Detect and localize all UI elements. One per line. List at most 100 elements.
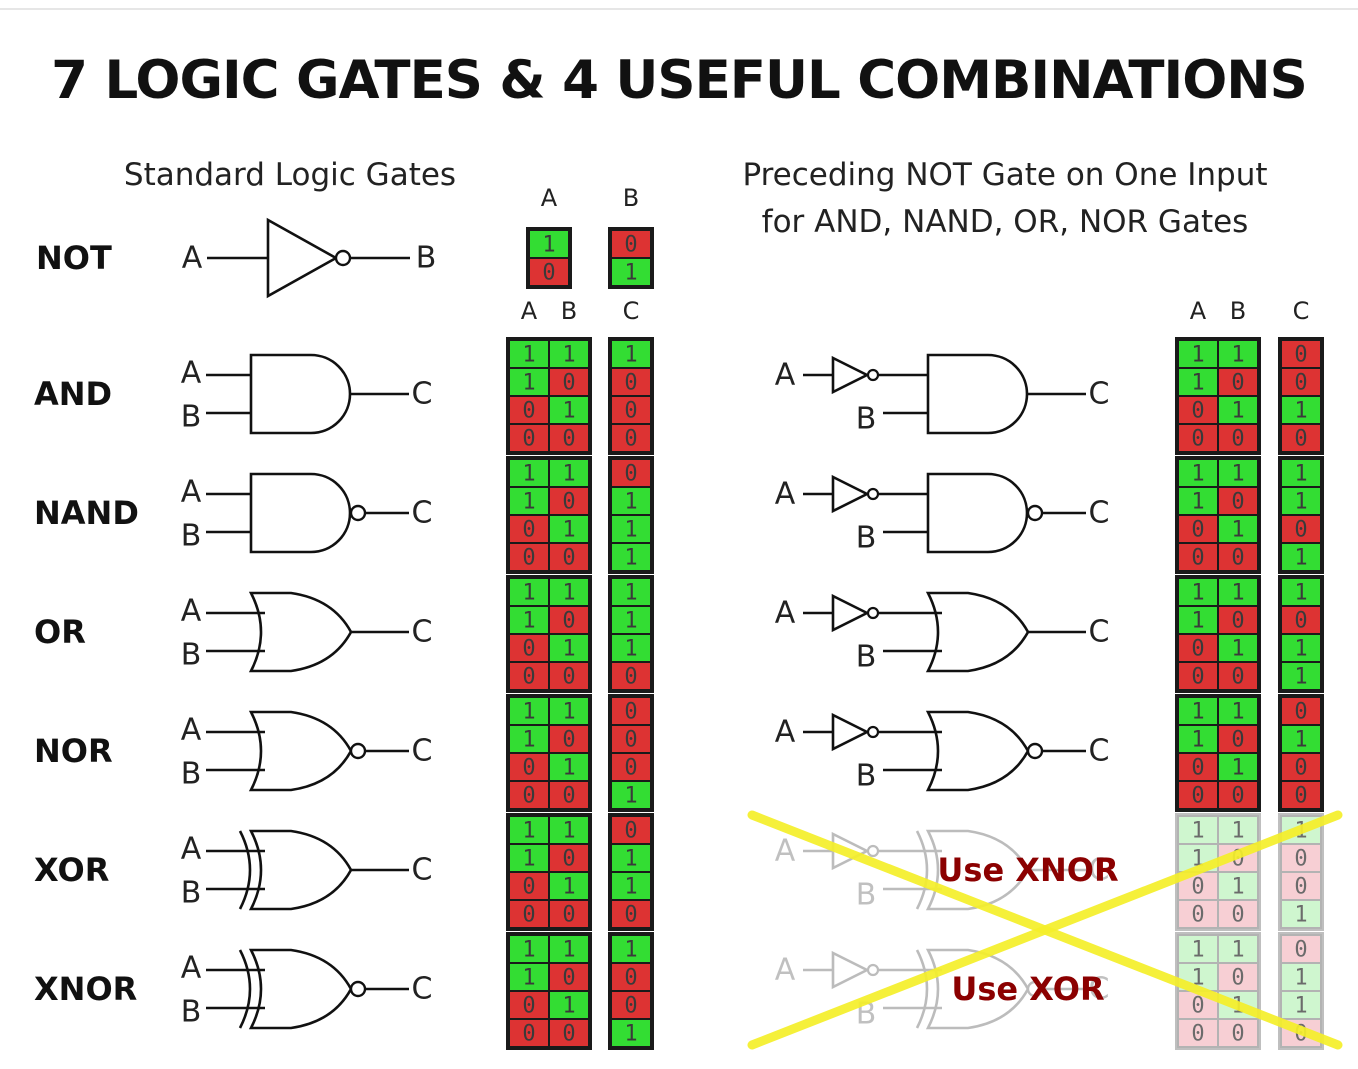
combo-nor-input-table-a-cell <box>1177 696 1219 726</box>
nor-output-border <box>608 694 654 812</box>
or-output-border <box>608 575 654 693</box>
xnor-output-cell <box>610 1018 652 1048</box>
or-input-table-border <box>506 575 592 693</box>
and-input-table-a-value: 0 <box>522 427 535 452</box>
combo-xor-input-table-b-cell <box>1217 871 1259 901</box>
gate-body <box>925 591 1030 673</box>
combo-or-output-value: 1 <box>1294 665 1307 690</box>
nand-output-value: 1 <box>624 490 637 515</box>
xor-input-curve <box>915 830 929 910</box>
combo-and-output-cell <box>1280 423 1322 453</box>
xnor-input-table-a-value: 1 <box>522 966 535 991</box>
not-input-table-border <box>526 227 572 289</box>
gate-body <box>925 948 1030 1030</box>
nor-output-cell <box>610 696 652 726</box>
combo-or-output-value: 0 <box>1294 609 1307 634</box>
xor-input-table-a-value: 1 <box>522 819 535 844</box>
or-input-table-b-value: 1 <box>562 637 575 662</box>
nor-input-table-a-value: 0 <box>522 784 535 809</box>
output-c-label: C <box>1089 734 1110 769</box>
not-table-header-b: B <box>623 184 639 212</box>
xnor-output-value: 1 <box>624 938 637 963</box>
combo-nand-input-table-a-value: 0 <box>1191 518 1204 543</box>
xor-input-table-b-cell <box>548 899 590 929</box>
xnor-input-table-a-value: 0 <box>522 994 535 1019</box>
combo-nand-input-table-a-value: 0 <box>1191 546 1204 571</box>
combo-and-output-value: 0 <box>1294 343 1307 368</box>
xor-input-table-b-value: 1 <box>562 819 575 844</box>
nand-input-table-b-cell <box>548 542 590 572</box>
combo-xnor-input-table-b-value: 0 <box>1231 1022 1244 1047</box>
nor-input-table-a-value: 1 <box>522 700 535 725</box>
nand-input-table-border <box>506 456 592 574</box>
strike-line-2 <box>747 810 1343 1050</box>
combo-nor-output-cell <box>1280 780 1322 810</box>
combo-or-input-table-b-cell <box>1217 577 1259 607</box>
combo-nor-input-table-a-cell <box>1177 780 1219 810</box>
combo-or-input-table-b-value: 0 <box>1231 665 1244 690</box>
input-a-label: A <box>775 834 796 869</box>
output-c-label: C <box>412 377 433 412</box>
nand-output-border <box>608 456 654 574</box>
combo-nor-input-table-b-value: 1 <box>1231 700 1244 725</box>
xor-output-value: 1 <box>624 875 637 900</box>
gate-name-nor: NOR <box>34 732 113 770</box>
nand-output-cell <box>610 542 652 572</box>
xor-output-cell <box>610 899 652 929</box>
xnor-output-value: 1 <box>624 1022 637 1047</box>
gate-name-nand: NAND <box>34 494 139 532</box>
combination-row-xor: ABC <box>775 829 1109 913</box>
combo-xnor-input-table-border <box>1175 932 1261 1050</box>
xor-output-value: 0 <box>624 903 637 928</box>
input-b-label: B <box>181 519 202 554</box>
left-table-header-a: A <box>521 297 538 325</box>
nor-input-table-a-value: 1 <box>522 728 535 753</box>
input-b-label: B <box>181 995 202 1030</box>
combo-or-output-value: 1 <box>1294 581 1307 606</box>
input-b-label: B <box>181 757 202 792</box>
output-c-label: C <box>1089 496 1110 531</box>
and-input-table-b-value: 0 <box>562 427 575 452</box>
nand-input-table-b-cell <box>548 458 590 488</box>
combo-xnor-input-table-a-value: 0 <box>1191 1022 1204 1047</box>
and-output-cell <box>610 423 652 453</box>
and-input-table-b-cell <box>548 395 590 425</box>
output-bubble <box>349 504 367 522</box>
or-output-cell <box>610 661 652 691</box>
combo-nand-input-table-b-value: 0 <box>1231 490 1244 515</box>
and-input-table-a-value: 1 <box>522 371 535 396</box>
input-a-label: A <box>775 596 796 631</box>
combo-nor-output-value: 0 <box>1294 700 1307 725</box>
or-input-table-a-value: 0 <box>522 665 535 690</box>
and-input-table-a-value: 0 <box>522 399 535 424</box>
standard-gates-heading: Standard Logic Gates <box>123 157 457 193</box>
nor-input-table-b-value: 1 <box>562 756 575 781</box>
combo-nor-output-value: 0 <box>1294 784 1307 809</box>
combo-and-input-table-a-value: 1 <box>1191 371 1204 396</box>
strike-label-xor: Use XNOR <box>937 851 1118 889</box>
gate-body <box>249 472 352 554</box>
or-output-value: 0 <box>624 665 637 690</box>
combo-xor-input-table-a-cell <box>1177 899 1219 929</box>
output-bubble <box>1026 504 1044 522</box>
or-output-value: 1 <box>624 581 637 606</box>
xor-input-table-a-cell <box>508 899 550 929</box>
input-b-label: B <box>856 640 877 675</box>
or-output-cell <box>610 605 652 635</box>
combo-nor-input-table-a-value: 1 <box>1191 700 1204 725</box>
or-input-table-a-value: 1 <box>522 581 535 606</box>
combo-or-input-table-border <box>1175 575 1261 693</box>
combo-and-input-table-b-value: 1 <box>1231 343 1244 368</box>
or-output-value: 1 <box>624 637 637 662</box>
combo-nor-input-table-a-cell <box>1177 752 1219 782</box>
right-table-header-c: C <box>1293 297 1310 325</box>
combo-nor-input-table-b-value: 0 <box>1231 784 1244 809</box>
combo-nand-output-border <box>1278 456 1324 574</box>
output-c-label: C <box>1089 972 1110 1007</box>
combo-xnor-output-value: 0 <box>1294 938 1307 963</box>
combo-and-input-table-b-value: 0 <box>1231 371 1244 396</box>
xnor-input-table-b-value: 0 <box>562 1022 575 1047</box>
combo-nor-input-table-a-value: 0 <box>1191 784 1204 809</box>
combo-xnor-output-border <box>1278 932 1324 1050</box>
